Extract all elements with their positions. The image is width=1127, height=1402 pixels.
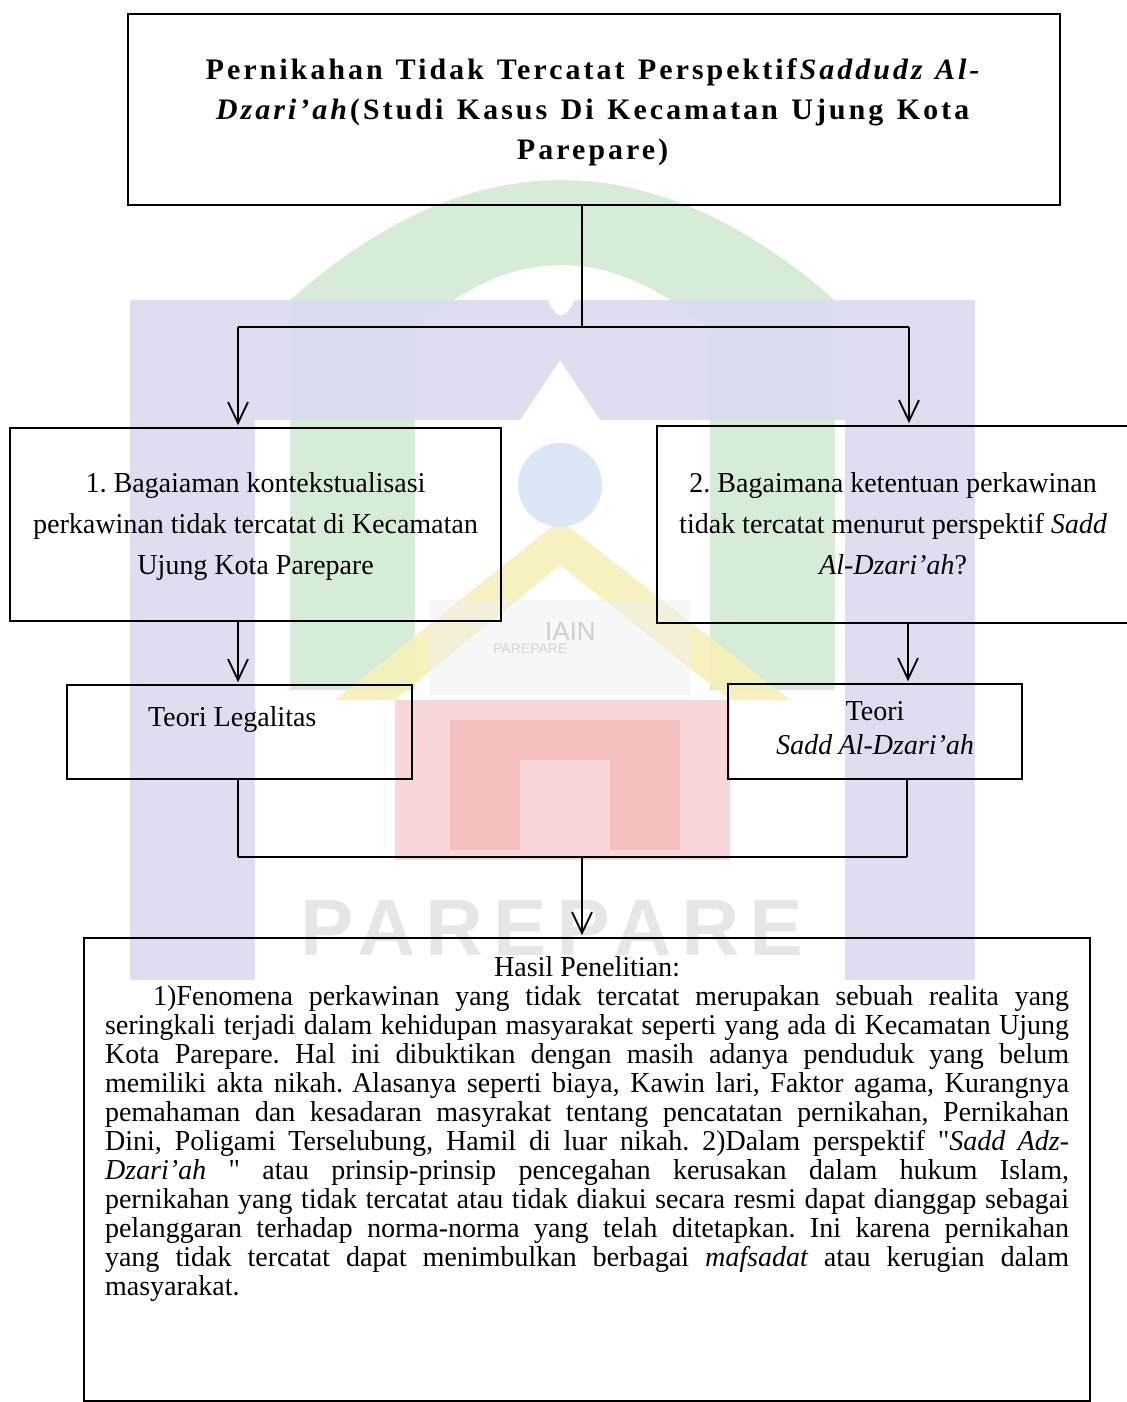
- title-subtitle: (Studi Kasus Di Kecamatan Ujung Kota Par…: [349, 92, 973, 166]
- title-box: Pernikahan Tidak Tercatat PerspektifSadd…: [127, 13, 1061, 206]
- question-1-text: 1. Bagaiaman kontekstualisasi perkawinan…: [33, 468, 478, 581]
- watermark-blue-frame: [130, 300, 975, 980]
- watermark-globe-icon: [518, 443, 602, 527]
- question-1-box: 1. Bagaiaman kontekstualisasi perkawinan…: [9, 427, 502, 622]
- watermark-logo-sub: PAREPARE: [493, 640, 567, 656]
- watermark-text: PAREPARE: [300, 883, 813, 972]
- theory-sadd-name: Sadd Al-Dzari’ah: [776, 730, 974, 761]
- result-text-2: " atau prinsip-prinsip pencegahan kerusa…: [105, 1155, 1069, 1273]
- result-text-1: 1)Fenomena perkawinan yang tidak tercata…: [105, 981, 1069, 1157]
- theory-legalitas-box: Teori Legalitas: [66, 684, 413, 780]
- result-italic-2: mafsadat: [705, 1242, 808, 1273]
- result-box: Hasil Penelitian: 1)Fenomena perkawinan …: [83, 937, 1091, 1402]
- result-text-3: atau kerugian dalam masyarakat.: [105, 1242, 1069, 1302]
- question-2-suffix: ?: [954, 550, 967, 581]
- theory-sadd-box: Teori Sadd Al-Dzari’ah: [727, 683, 1023, 780]
- watermark-logo-text: IAIN: [545, 616, 596, 646]
- theory-legalitas-text: Teori Legalitas: [148, 702, 317, 733]
- question-2-box: 2. Bagaimana ketentuan perkawinan tidak …: [656, 425, 1127, 624]
- result-paragraph: 1)Fenomena perkawinan yang tidak tercata…: [105, 982, 1069, 1301]
- title-italic: Saddudz Al-Dzari’ah: [215, 52, 983, 126]
- question-2-text: 2. Bagaimana ketentuan perkawinan tidak …: [679, 468, 1097, 540]
- theory-sadd-label: Teori: [845, 696, 905, 727]
- question-2-italic: Sadd Al-Dzari’ah: [819, 509, 1107, 581]
- title-text: Pernikahan Tidak Tercatat Perspektif: [205, 52, 800, 86]
- result-italic-1: Sadd Adz-Dzari’ah: [105, 1126, 1069, 1186]
- result-heading: Hasil Penelitian:: [494, 952, 680, 983]
